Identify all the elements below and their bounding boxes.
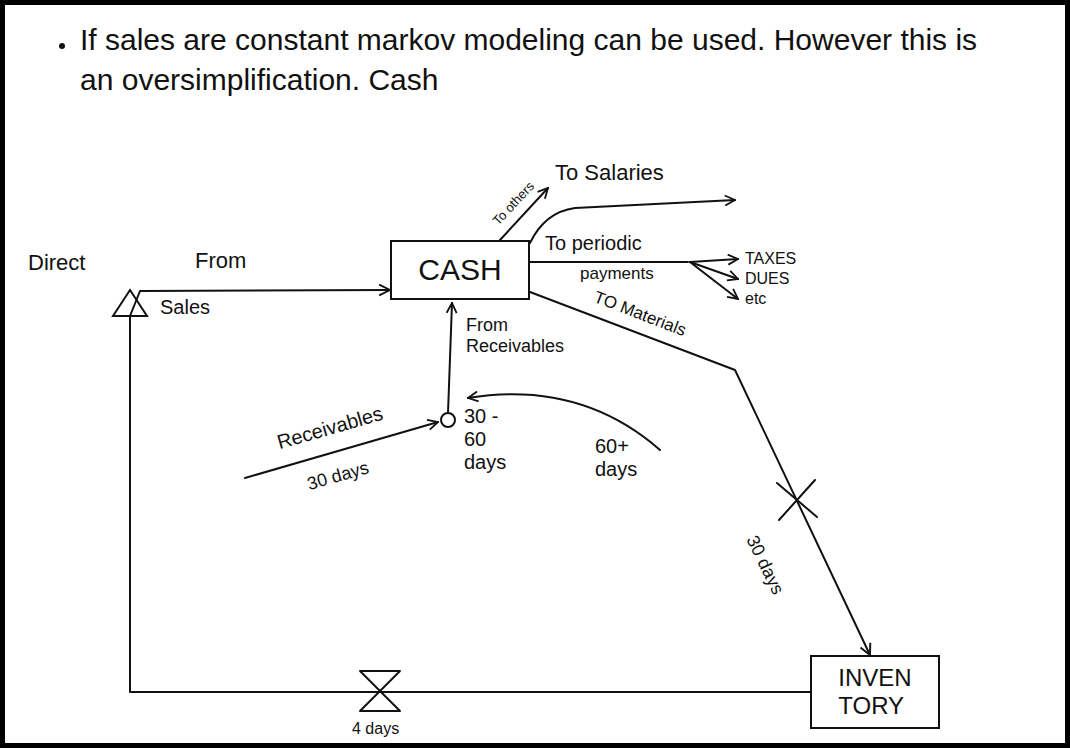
flow-label: Receivables — [274, 402, 385, 454]
flow-label: payments — [580, 264, 654, 284]
stock-box: CASH — [390, 240, 530, 300]
note-text: If sales are constant markov modeling ca… — [80, 20, 1010, 100]
delay-label: 30 days — [742, 532, 788, 598]
flow-label: To others — [490, 179, 537, 228]
delay-label: 60+ days — [595, 435, 637, 481]
flow-label: TO Materials — [591, 287, 689, 340]
flow-label: To Salaries — [555, 160, 664, 185]
bullet-dot — [59, 43, 65, 49]
delay-label: 30 days — [305, 457, 371, 494]
branch-arrow — [690, 262, 738, 299]
flow-label: From Receivables — [466, 315, 566, 356]
flow-label: To periodic — [545, 232, 642, 255]
box-label: INVEN TORY — [838, 664, 911, 719]
outflow-arrow — [530, 261, 688, 263]
flow-arrow — [530, 292, 870, 655]
flow-label: From — [195, 248, 246, 273]
branch-arrow — [690, 262, 738, 279]
delay-label: 30 - 60 days — [464, 405, 506, 474]
frame — [3, 3, 1068, 746]
outflow-name: TAXES — [745, 250, 796, 268]
outflow-name: DUES — [745, 270, 789, 288]
stock-box: INVEN TORY — [810, 655, 940, 729]
source-triangle — [113, 290, 147, 316]
receivables-arrow — [448, 303, 452, 413]
delay-label: 4 days — [352, 720, 399, 738]
outflow-name: etc — [745, 290, 766, 308]
junction-circle — [441, 413, 455, 427]
flow-arrow — [130, 290, 810, 692]
box-label: CASH — [418, 253, 501, 288]
flow-label: Direct — [28, 250, 85, 275]
flow-label: Sales — [160, 296, 210, 319]
branch-arrow — [690, 259, 738, 262]
